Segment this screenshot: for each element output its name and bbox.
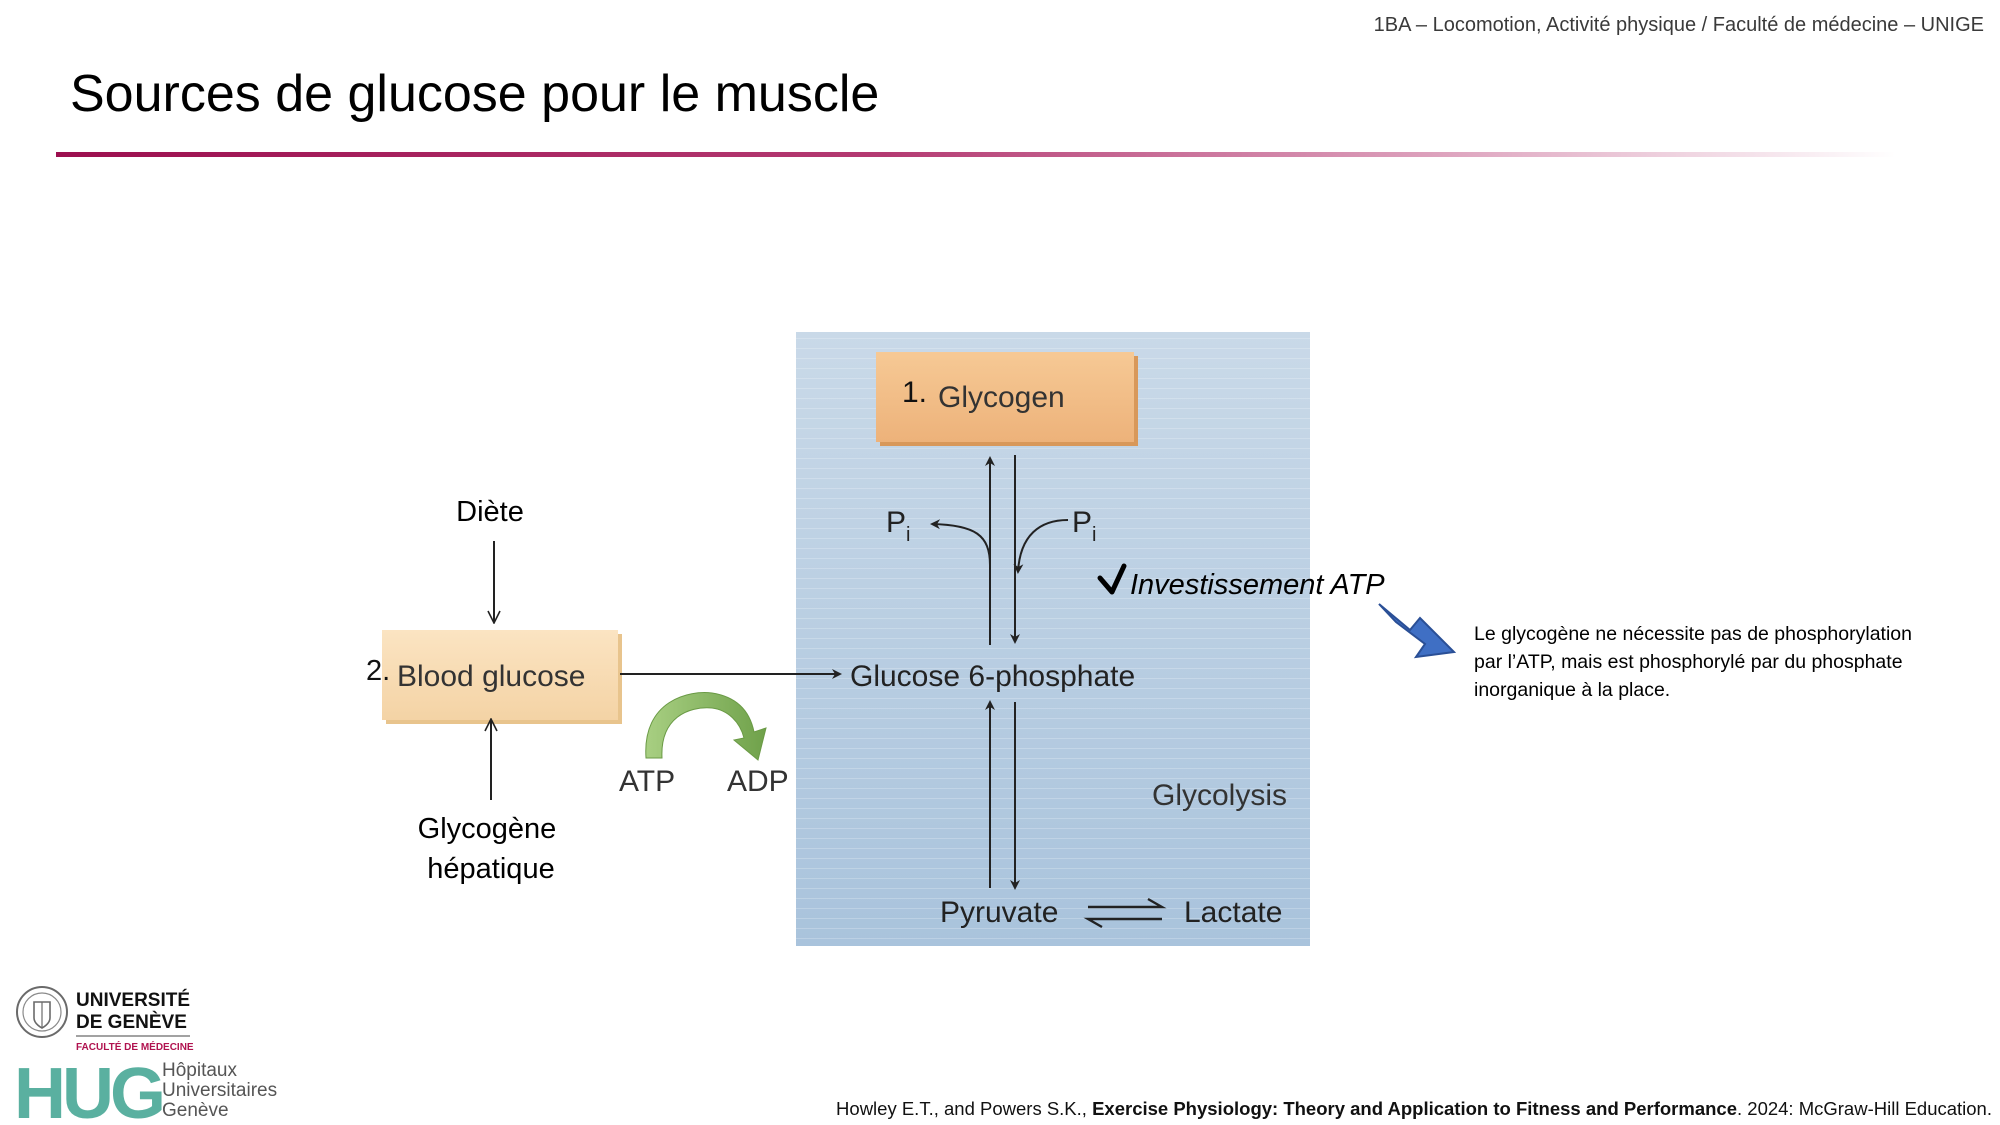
pyruvate-to-lactate-arrow xyxy=(1088,897,1167,909)
liver-glycogen-line1: Glycogène xyxy=(418,813,557,845)
hug-letters: HUG xyxy=(14,1058,162,1122)
glycogen-note: Le glycogène ne nécessite pas de phospho… xyxy=(1474,623,1912,701)
hug-line3: Genève xyxy=(162,1100,229,1121)
glycogen-box xyxy=(876,352,1134,442)
atp-label: ATP xyxy=(619,765,675,798)
pyruvate-label: Pyruvate xyxy=(940,896,1058,929)
lactate-label: Lactate xyxy=(1184,896,1282,929)
liver-glycogen-line2: hépatique xyxy=(427,853,554,885)
glycogen-number: 1. xyxy=(902,376,927,409)
hug-line2: Universitaires xyxy=(162,1080,277,1101)
blood-glucose-box xyxy=(382,630,618,720)
atp-adp-arrow xyxy=(645,692,767,761)
citation-details: . 2024: McGraw-Hill Education. xyxy=(1737,1098,1992,1119)
diet-label: Diète xyxy=(456,496,524,528)
course-header: 1BA – Locomotion, Activité physique / Fa… xyxy=(1373,14,1984,36)
lactate-to-pyruvate-arrow xyxy=(1083,917,1162,929)
pi-uptake-arrow xyxy=(1013,519,1069,574)
unige-line1: UNIVERSITÉ xyxy=(76,989,190,1011)
citation-authors: Howley E.T., and Powers S.K., xyxy=(836,1098,1093,1119)
page-title: Sources de glucose pour le muscle xyxy=(70,65,880,123)
blood-glucose-number: 2. xyxy=(366,655,390,687)
glycolysis-label: Glycolysis xyxy=(1152,779,1287,812)
pi-release-arrow xyxy=(930,519,991,566)
unige-faculty: FACULTÉ DE MÉDECINE xyxy=(76,1040,194,1053)
hug-logo: HUG Hôpitaux Universitaires Genève xyxy=(14,1058,277,1122)
pi-right-label: Pi xyxy=(1072,506,1096,546)
check-icon xyxy=(1097,563,1127,595)
unige-line2: DE GENÈVE xyxy=(76,1011,187,1033)
g6p-label: Glucose 6-phosphate xyxy=(850,660,1135,693)
citation-book: Exercise Physiology: Theory and Applicat… xyxy=(1092,1098,1737,1119)
blue-pointer-arrow xyxy=(1378,603,1457,659)
pi-left-label: Pi xyxy=(886,506,910,546)
citation: Howley E.T., and Powers S.K., Exercise P… xyxy=(836,1098,1992,1120)
atp-investment-label: Investissement ATP xyxy=(1130,569,1385,601)
unige-logo: UNIVERSITÉ DE GENÈVE FACULTÉ DE MÉDECINE xyxy=(16,986,194,1053)
title-divider xyxy=(56,152,1896,157)
hug-line1: Hôpitaux xyxy=(162,1060,237,1081)
glycogen-label: Glycogen xyxy=(938,381,1065,414)
adp-label: ADP xyxy=(727,765,789,798)
blood-glucose-label: Blood glucose xyxy=(397,660,585,693)
